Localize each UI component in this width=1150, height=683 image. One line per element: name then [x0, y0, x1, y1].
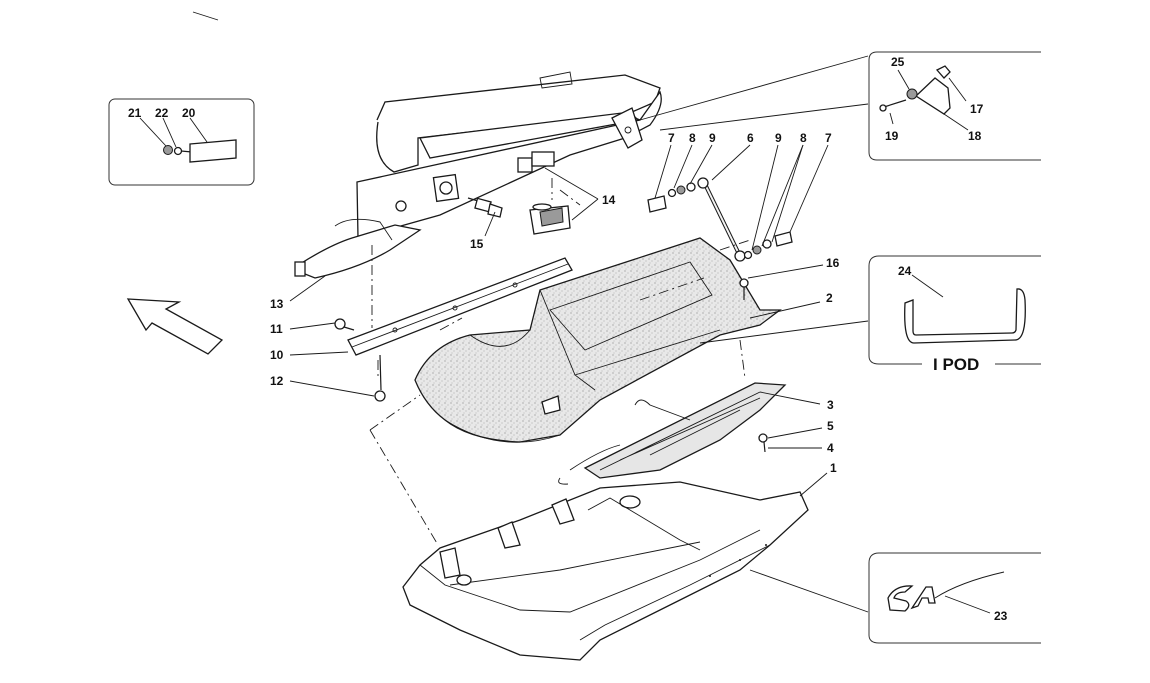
- callout-12: 12: [270, 374, 284, 388]
- callout-16: 16: [826, 256, 840, 270]
- inset-box-logo: [868, 552, 1041, 644]
- callout-2: 2: [826, 291, 833, 305]
- dashboard-frame-part: [294, 71, 662, 279]
- latch-parts: [467, 197, 571, 235]
- callout-9b: 9: [775, 131, 782, 145]
- leader-lines: [289, 55, 869, 613]
- inset-box-bracket: [868, 51, 1041, 161]
- glovebox-bin-part: [414, 237, 782, 443]
- callout-23: 23: [994, 609, 1008, 623]
- support-plate-part: [334, 257, 573, 402]
- inset-box-ipod: [868, 255, 1041, 365]
- callout-8a: 8: [689, 131, 696, 145]
- callout-1: 1: [830, 461, 837, 475]
- callout-9a: 9: [709, 131, 716, 145]
- callout-25: 25: [891, 55, 905, 69]
- callout-22: 22: [155, 106, 169, 120]
- callout-labels: 1 2 3 4 5 6 7 8 9 9 8 7 16 14 15 13 11 1…: [128, 55, 1008, 623]
- callout-14: 14: [602, 193, 616, 207]
- glovebox-door-part: [402, 481, 809, 661]
- callout-4: 4: [827, 441, 834, 455]
- callout-10: 10: [270, 348, 284, 362]
- callout-19: 19: [885, 129, 899, 143]
- callout-8b: 8: [800, 131, 807, 145]
- callout-21: 21: [128, 106, 142, 120]
- direction-arrow-icon: [126, 298, 224, 355]
- assembly-lines: [369, 178, 751, 546]
- callout-13: 13: [270, 297, 284, 311]
- callout-24: 24: [898, 264, 912, 278]
- callout-7b: 7: [825, 131, 832, 145]
- callout-7a: 7: [668, 131, 675, 145]
- inset-box-light: [108, 98, 255, 186]
- callout-17: 17: [970, 102, 984, 116]
- lock-assembly-part: [558, 382, 787, 485]
- callout-18: 18: [968, 129, 982, 143]
- callout-11: 11: [270, 322, 283, 336]
- callout-15: 15: [470, 237, 484, 251]
- callout-6: 6: [747, 131, 754, 145]
- callout-5: 5: [827, 419, 834, 433]
- ipod-label: I POD: [933, 355, 979, 374]
- gas-strut-part: [647, 177, 793, 300]
- callout-20: 20: [182, 106, 196, 120]
- callout-3: 3: [827, 398, 834, 412]
